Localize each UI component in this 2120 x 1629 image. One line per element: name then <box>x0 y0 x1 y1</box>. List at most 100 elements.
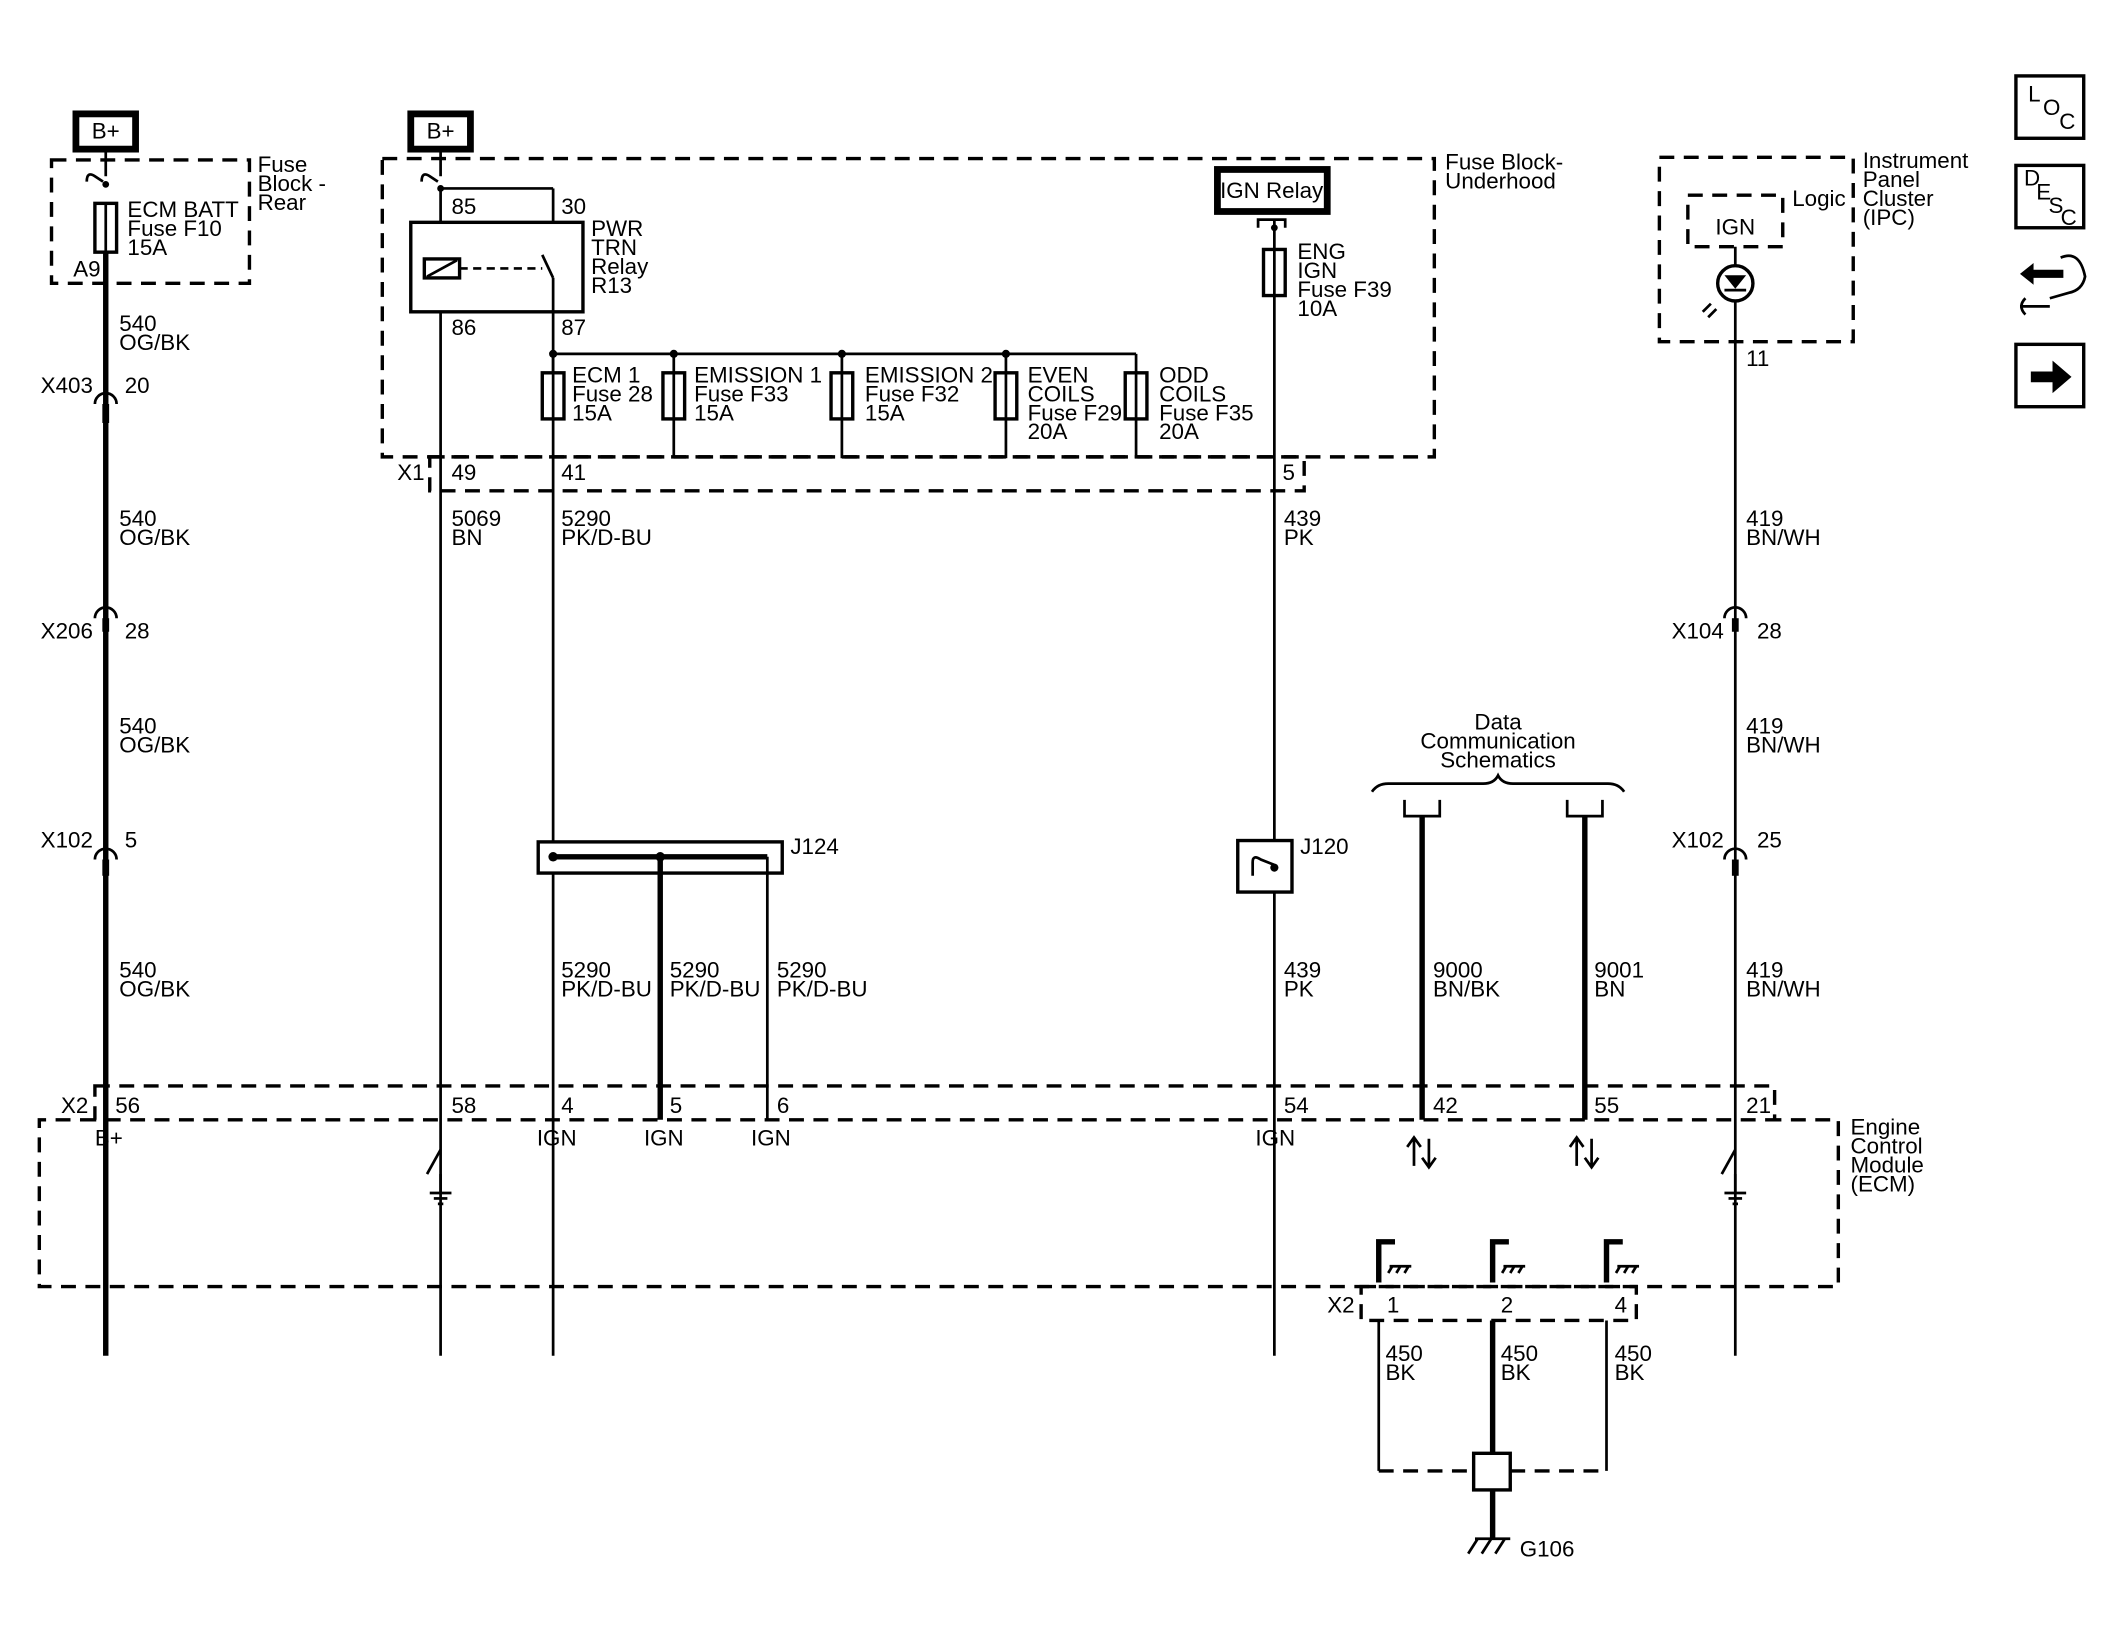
data-comm-brace <box>1370 772 1626 793</box>
relay-label-2: TRN <box>591 235 637 260</box>
fuse-f39-label-4: 10A <box>1297 296 1337 321</box>
ecm-pin-55: 55 <box>1594 1093 1619 1118</box>
fuse-emission-2: EMISSION 2 Fuse F32 15A <box>829 353 993 459</box>
relay-label-1: PWR <box>591 216 643 241</box>
ecm-ign-input-6: IGN <box>751 1126 791 1151</box>
ecm-ground-pin-4: 4 <box>1615 1292 1627 1317</box>
wire-419-color: BN/WH <box>1746 976 1821 1001</box>
fuse-f10-label-1: ECM BATT <box>127 197 239 222</box>
wire-5290-label: 5290 <box>561 957 611 982</box>
indicator-led-icon <box>1701 264 1755 319</box>
ecm-label-1: Engine <box>1851 1115 1921 1140</box>
data-comm-tab-2 <box>1565 799 1604 818</box>
connector-x102-pin: 5 <box>125 827 137 852</box>
ign-relay-source <box>1214 166 1331 215</box>
desc-icon[interactable]: D E S C <box>2014 163 2086 230</box>
fuse-block-rear-label-3: Rear <box>258 190 307 215</box>
desc-icon-s: S <box>2048 193 2063 218</box>
ecm-pin-54: 54 <box>1284 1093 1309 1118</box>
wire-9000-color: BN/BK <box>1433 976 1500 1001</box>
wire-5290-label: 5290 <box>670 957 720 982</box>
ecm-low-side-switch-58 <box>425 1148 452 1206</box>
connector-x2-label: X2 <box>61 1093 88 1118</box>
fuse-block-rear-label-1: Fuse <box>258 152 308 177</box>
ecm-chassis-ground-3 <box>1603 1239 1640 1283</box>
fuse-emission2-label-3: 15A <box>865 400 905 425</box>
relay-switch-icon <box>541 254 555 279</box>
inline-connector-x102-right: X102 25 <box>1672 827 1782 876</box>
wire-450-label-1: 450 <box>1386 1341 1423 1366</box>
wire-5290-color: PK/D-BU <box>561 525 652 550</box>
wire-5290-color: PK/D-BU <box>777 976 868 1001</box>
inline-connector-x206: X206 28 <box>41 606 150 644</box>
ecm-pin-6: 6 <box>777 1093 789 1118</box>
wire-439-label: 439 <box>1284 957 1321 982</box>
connector-x102-label: X102 <box>41 827 93 852</box>
desc-icon-c: C <box>2061 205 2077 230</box>
connector-swap-icon[interactable] <box>2019 254 2087 316</box>
wire-439-label: 439 <box>1284 506 1321 531</box>
ecm-pin-58: 58 <box>451 1093 476 1118</box>
wire-540-color: OG/BK <box>119 330 190 355</box>
fuse-odd-coils: ODD COILS Fuse F35 20A <box>1123 353 1254 459</box>
ecm-ign-input-54: IGN <box>1255 1126 1295 1151</box>
ipc-label-3: Cluster <box>1863 186 1934 211</box>
wire-439-color: PK <box>1284 525 1314 550</box>
ipc-label-1: Instrument <box>1863 148 1969 173</box>
wire-450-color-3: BK <box>1615 1360 1645 1385</box>
loc-icon[interactable]: L O C <box>2014 74 2086 140</box>
fuse-f39-label-1: ENG <box>1297 239 1345 264</box>
ipc-ign-label: IGN <box>1715 215 1755 240</box>
ipc-pin-11: 11 <box>1746 346 1769 371</box>
wire-5069-color: BN <box>451 525 482 550</box>
fuse-f39-label-3: Fuse F39 <box>1297 277 1391 302</box>
ecm-outline <box>37 1118 1841 1289</box>
b-plus-label-mid: B+ <box>427 118 455 143</box>
ign-relay-label: IGN Relay <box>1220 178 1324 203</box>
wire-5290-label: 5290 <box>777 957 827 982</box>
fuse-ecm1-label-2: Fuse 28 <box>572 381 653 406</box>
relay-label-4: R13 <box>591 273 632 298</box>
ecm-ground-pin-2: 2 <box>1501 1292 1513 1317</box>
inline-connector-x102-left: X102 5 <box>41 827 137 876</box>
wire-540-color: OG/BK <box>119 525 190 550</box>
fuse-block-underhood-label-1: Fuse Block- <box>1445 149 1563 174</box>
ipc-logic-label: Logic <box>1792 186 1845 211</box>
ecm-pin-5: 5 <box>670 1093 682 1118</box>
next-arrow-icon[interactable] <box>2014 342 2086 409</box>
connector-x104-pin: 28 <box>1757 619 1782 644</box>
wire-540-color: OG/BK <box>119 976 190 1001</box>
ecm-chassis-ground-2 <box>1489 1239 1526 1283</box>
fuse-emission2-label-2: Fuse F32 <box>865 381 959 406</box>
wire-540-label: 540 <box>119 957 156 982</box>
ign-relay-tap-icon <box>1256 218 1287 228</box>
fuse-ecm1-label-1: ECM 1 <box>572 362 640 387</box>
fuse-odd-label-2: COILS <box>1159 381 1226 406</box>
fuse-emission2-label-1: EMISSION 2 <box>865 362 993 387</box>
inline-connector-x104: X104 28 <box>1672 606 1782 644</box>
ground-splice-box <box>1471 1451 1512 1492</box>
fuse-block-underhood-label-2: Underhood <box>1445 168 1556 193</box>
bidirectional-arrows-icon-55 <box>1568 1135 1600 1170</box>
relay-pin-30: 30 <box>561 194 586 219</box>
relay-pin-86: 86 <box>451 315 476 340</box>
fuse-even-label-1: EVEN <box>1028 362 1089 387</box>
wire-5290-color: PK/D-BU <box>670 976 761 1001</box>
fuse-block-rear-outline <box>49 158 252 286</box>
connector-x104-label: X104 <box>1672 619 1724 644</box>
ipc-label-4: (IPC) <box>1863 205 1915 230</box>
connector-x206-label: X206 <box>41 619 93 644</box>
data-comm-label-1: Data <box>1474 709 1522 734</box>
wire-540-color: OG/BK <box>119 732 190 757</box>
fuse-odd-label-1: ODD <box>1159 362 1209 387</box>
connector-x1-label: X1 <box>397 460 424 485</box>
desc-icon-e: E <box>2036 179 2051 204</box>
fuse-block-rear-label-2: Block - <box>258 171 326 196</box>
inline-connector-x403: X403 20 <box>41 373 150 423</box>
ecm-ground-connector-label: X2 <box>1327 1292 1354 1317</box>
fuse-f39-label-2: IGN <box>1297 258 1337 283</box>
connector-x102-right-label: X102 <box>1672 827 1724 852</box>
data-comm-label-3: Schematics <box>1440 747 1556 772</box>
fuse-emission1-label-2: Fuse F33 <box>694 381 788 406</box>
x1-pin-49: 49 <box>451 460 476 485</box>
